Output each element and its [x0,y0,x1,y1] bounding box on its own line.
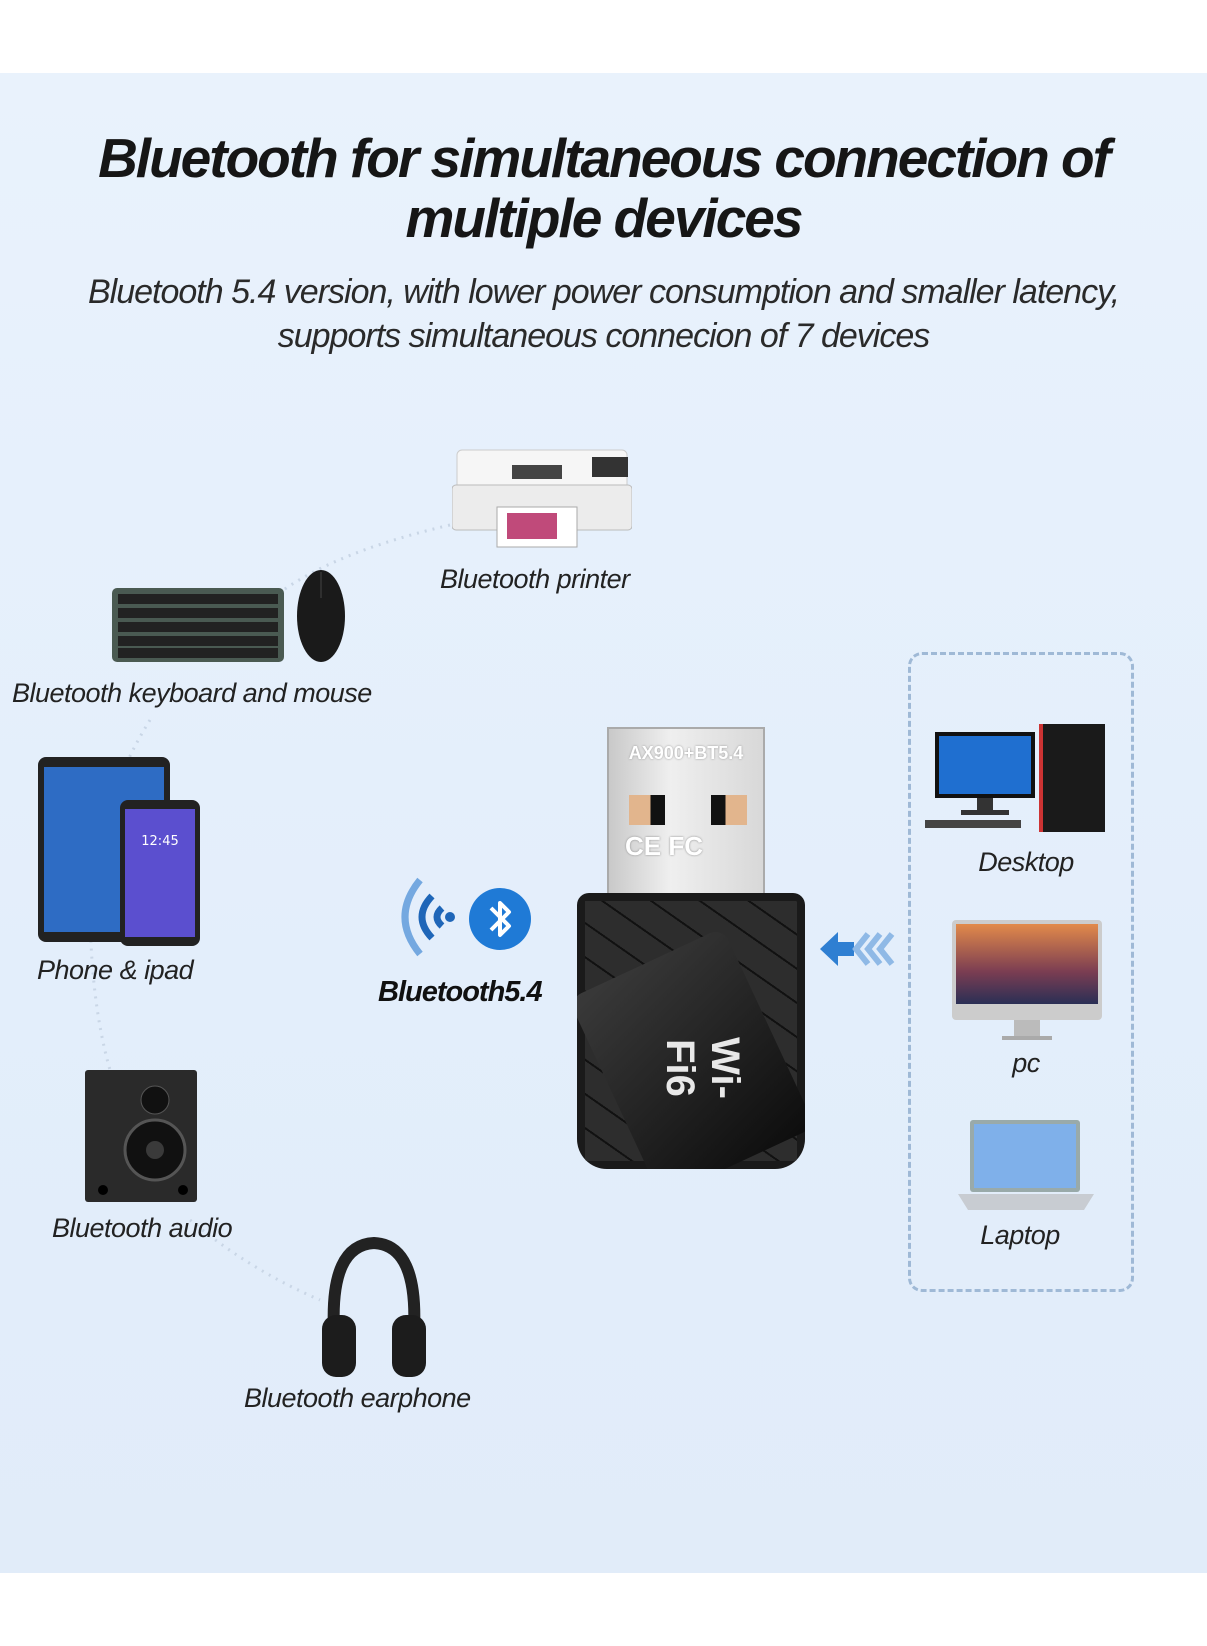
label-earphone: Bluetooth earphone [244,1383,471,1413]
headphones-icon [322,1236,426,1377]
label-audio: Bluetooth audio [52,1213,233,1243]
speaker-icon [85,1070,197,1202]
desktop-icon [925,724,1105,832]
printer-icon [452,449,632,548]
svg-text:12:45: 12:45 [141,834,178,849]
label-laptop: Laptop [980,1220,1060,1250]
wifi6-logo-text: Wi-Fi6 [658,1037,747,1099]
arrow-left-icon [820,932,895,966]
label-printer: Bluetooth printer [440,564,630,594]
subtitle-line2: supports simultaneous connecion of 7 dev… [277,317,931,355]
label-desktop: Desktop [978,847,1074,877]
certification-marks: CE FC [625,831,703,861]
wireless-signal-icon [401,877,455,957]
page-title-line1: Bluetooth for simultaneous connection of [98,127,1111,189]
page-title-line2: multiple devices [405,187,804,249]
computer-devices-group [908,652,1134,1292]
bluetooth-icon [469,888,531,950]
dongle-body: Wi-Fi6 [577,893,805,1169]
phone-tablet-icon: 12:45 [38,757,200,946]
plug-model-text: AX900+BT5.4 [628,743,744,763]
usb-plug: AX900+BT5.4 CE FC [607,727,765,899]
label-pc: pc [1012,1048,1040,1078]
monitor-icon [952,920,1102,1040]
subtitle-line1: Bluetooth 5.4 version, with lower power … [87,273,1120,311]
bluetooth-version-label: Bluetooth5.4 [378,976,543,1008]
keyboard-mouse-icon [112,570,345,662]
label-phone-ipad: Phone & ipad [37,955,194,985]
laptop-icon [958,1120,1094,1210]
label-keyboard-mouse: Bluetooth keyboard and mouse [12,678,372,708]
